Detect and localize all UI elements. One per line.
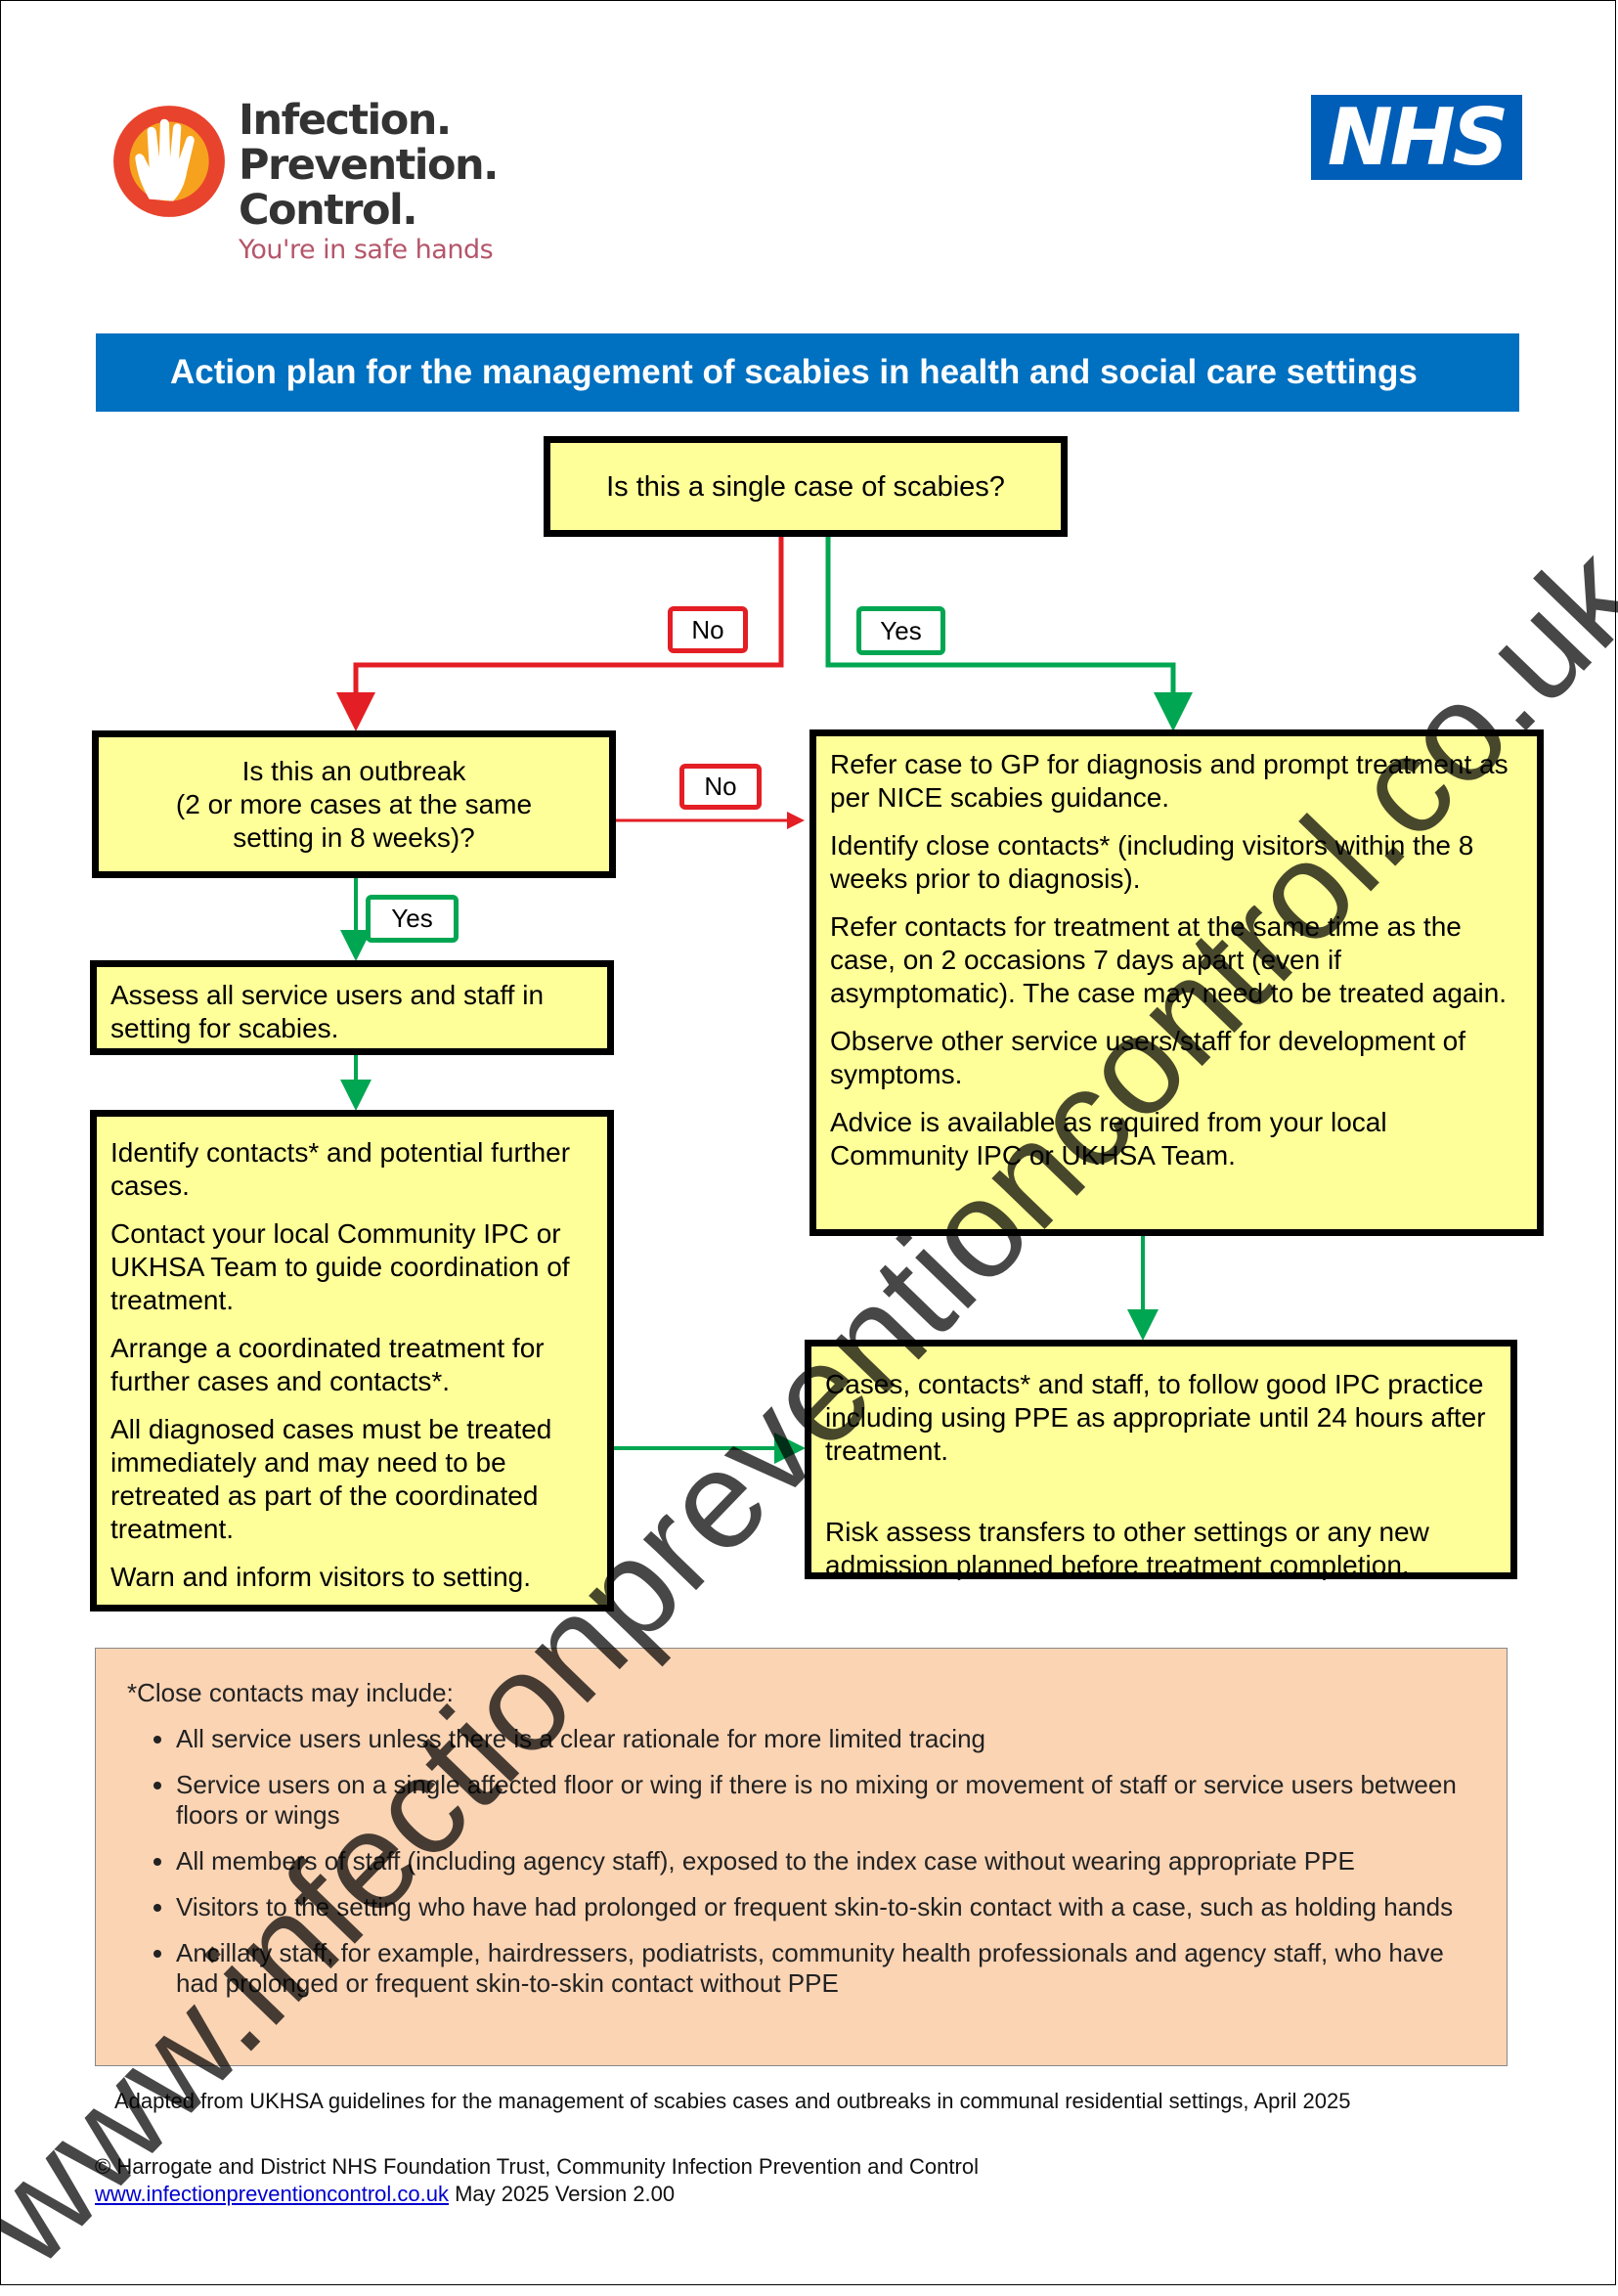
footer-link-line: www.infectionpreventioncontrol.co.uk May… (95, 2181, 979, 2208)
nhs-logo: NHS (1311, 92, 1522, 183)
outbreak-question-line-1: Is this an outbreak (241, 755, 466, 786)
cases-spacer (825, 1482, 1497, 1516)
yes-label-outbreak: Yes (366, 895, 459, 943)
assess-box: Assess all service users and staff in se… (90, 960, 614, 1055)
hand-icon (113, 106, 225, 217)
refer-paragraph: Refer contacts for treatment at the same… (830, 911, 1508, 1008)
cases-paragraph: Risk assess transfers to other settings … (825, 1517, 1429, 1580)
close-contacts-item: Ancillary staff, for example, hairdresse… (176, 1938, 1475, 1999)
copyright-text: © Harrogate and District NHS Foundation … (95, 2154, 979, 2179)
refer-paragraph: Advice is available as required from you… (830, 1107, 1387, 1170)
version-text: May 2025 Version 2.00 (455, 2182, 676, 2206)
logo-line-2: Prevention. (239, 141, 499, 190)
single-case-question: Is this a single case of scabies? (606, 470, 1005, 503)
ipc-practice-box: Cases, contacts* and staff, to follow go… (805, 1340, 1517, 1580)
identify-paragraph: All diagnosed cases must be treated imme… (110, 1414, 552, 1544)
identify-paragraph: Contact your local Community IPC or UKHS… (110, 1218, 570, 1315)
assess-text: Assess all service users and staff in se… (110, 980, 545, 1043)
outbreak-question-box: Is this an outbreak (2 or more cases at … (92, 730, 616, 878)
outbreak-question-line-2: (2 or more cases at the same (175, 788, 533, 819)
no-label-single-case: No (668, 606, 748, 653)
refer-paragraph: Refer case to GP for diagnosis and promp… (830, 749, 1509, 813)
logo-tagline: You're in safe hands (239, 235, 494, 265)
page-title: Action plan for the management of scabie… (96, 333, 1519, 412)
close-contacts-title: *Close contacts may include: (127, 1678, 454, 1707)
refer-paragraph: Identify close contacts* (including visi… (830, 830, 1474, 894)
close-contacts-item: All members of staff (including agency s… (176, 1846, 1475, 1877)
ipc-logo: Infection. Prevention. Control. You're i… (109, 98, 499, 265)
close-contacts-item: Visitors to the setting who have had pro… (176, 1892, 1475, 1922)
no-label-outbreak: No (679, 764, 762, 810)
logo-line-3: Control. (239, 186, 418, 235)
refer-case-box: Refer case to GP for diagnosis and promp… (809, 729, 1544, 1236)
close-contacts-item: All service users unless there is a clea… (176, 1724, 1475, 1754)
cases-paragraph: Cases, contacts* and staff, to follow go… (825, 1369, 1486, 1466)
identify-contacts-box: Identify contacts* and potential further… (90, 1110, 614, 1612)
outbreak-question: Is this an outbreak (2 or more cases at … (176, 755, 532, 855)
yes-label-single-case: Yes (856, 606, 945, 655)
single-case-question-box: Is this a single case of scabies? (544, 436, 1068, 537)
outbreak-question-line-3: setting in 8 weeks)? (233, 821, 475, 853)
close-contacts-note: *Close contacts may include: All service… (95, 1648, 1508, 2066)
identify-paragraph: Warn and inform visitors to setting. (110, 1562, 532, 1592)
refer-paragraph: Observe other service users/staff for de… (830, 1026, 1466, 1089)
close-contacts-item: Service users on a single affected floor… (176, 1770, 1475, 1831)
logo-text: Infection. Prevention. Control. You're i… (239, 96, 499, 265)
footer-copyright: © Harrogate and District NHS Foundation … (95, 2153, 979, 2208)
identify-paragraph: Identify contacts* and potential further… (110, 1137, 571, 1201)
logo-line-1: Infection. (239, 96, 452, 145)
website-link[interactable]: www.infectionpreventioncontrol.co.uk (95, 2182, 449, 2206)
adapted-from-note: Adapted from UKHSA guidelines for the ma… (114, 2089, 1351, 2113)
identify-paragraph: Arrange a coordinated treatment for furt… (110, 1333, 545, 1396)
close-contacts-list: All service users unless there is a clea… (127, 1724, 1475, 1999)
